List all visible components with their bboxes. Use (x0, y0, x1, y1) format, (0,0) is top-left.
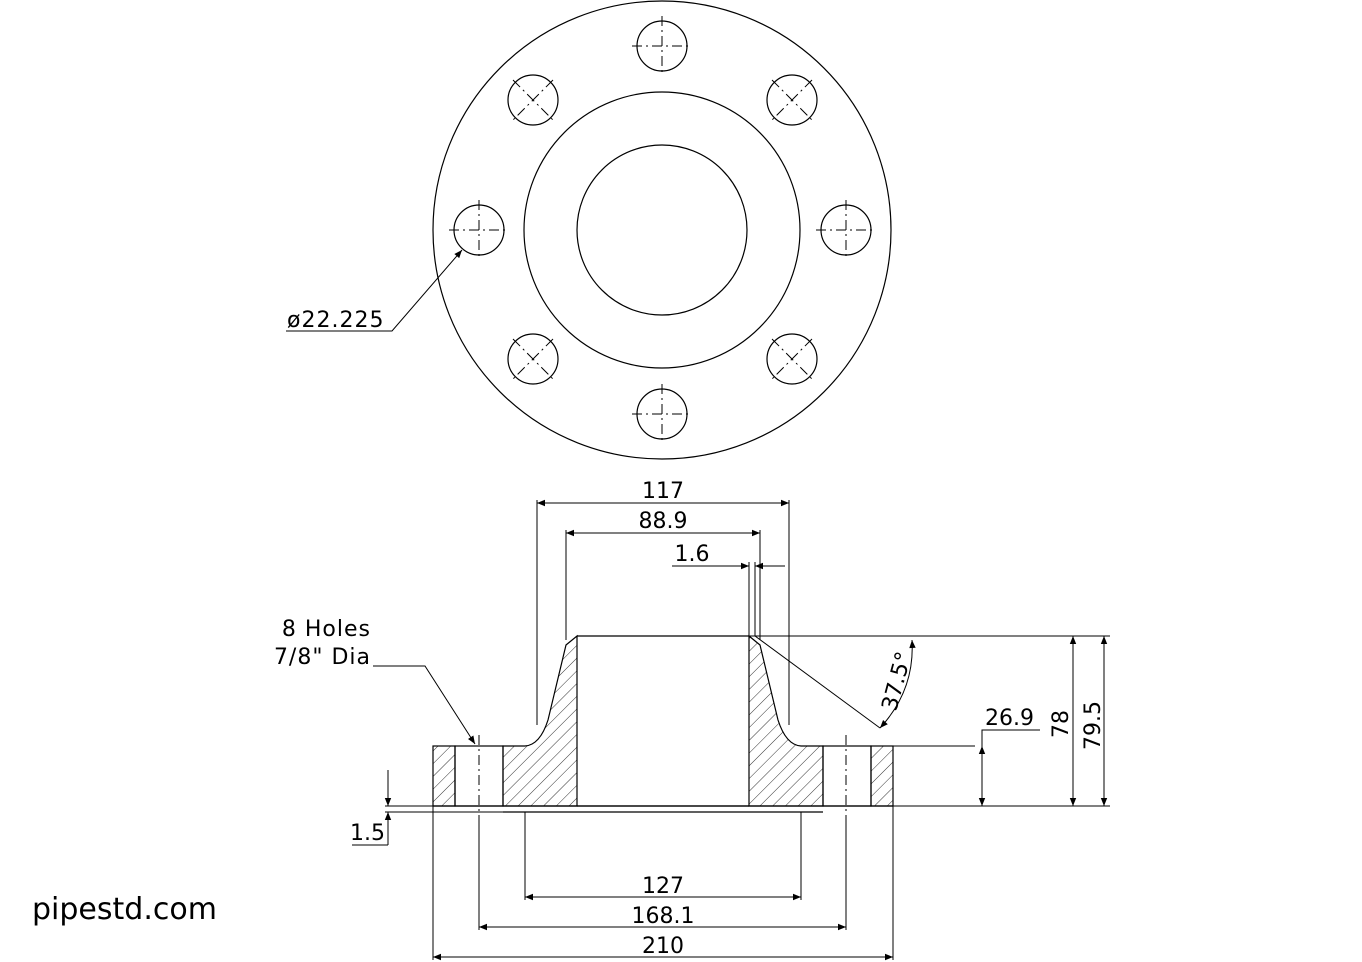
bolt-hole-bottom (632, 384, 692, 444)
flange-right-hole (822, 745, 872, 807)
bolt-hole-top-right (766, 74, 818, 126)
dim-flange-od: 210 (433, 934, 893, 961)
dim-angle: 37.5° (754, 635, 918, 729)
hub-left-section (502, 634, 578, 807)
section-view: 117 88.9 1.6 37.5° 26.9 78 79.5 (274, 479, 1110, 961)
bolt-hole-bottom-right (766, 333, 818, 385)
flange-outer-circle (432, 0, 892, 460)
hole-diameter-callout: ø22.225 (286, 249, 463, 333)
dim-bevel: 1.6 (672, 542, 785, 570)
dim-hub-od: 117 (537, 479, 789, 507)
bore-circle (576, 144, 748, 316)
bolt-hole-bottom-left (507, 333, 559, 385)
hub-circle (523, 91, 801, 369)
holes-note-line2: 7/8" Dia (274, 645, 371, 670)
brand-watermark: pipestd.com (32, 892, 217, 927)
dim-hub-length: 78 (1049, 636, 1077, 806)
svg-text:26.9: 26.9 (985, 706, 1034, 731)
dim-overall-length: 79.5 (1081, 636, 1108, 806)
hub-right-section (748, 634, 824, 807)
bolt-hole-right (816, 200, 876, 260)
svg-text:117: 117 (642, 479, 684, 504)
bolt-hole-top-left (507, 74, 559, 126)
top-view: ø22.225 (286, 0, 892, 460)
svg-text:37.5°: 37.5° (878, 649, 918, 713)
dim-raised-face-dia: 127 (525, 874, 801, 901)
svg-text:78: 78 (1049, 710, 1074, 738)
hole-diameter-label: ø22.225 (287, 308, 384, 333)
svg-text:168.1: 168.1 (632, 904, 695, 929)
svg-text:88.9: 88.9 (639, 509, 688, 534)
dim-pipe-od: 88.9 (566, 509, 760, 537)
holes-note-line1: 8 Holes (282, 617, 371, 642)
dim-bolt-circle: 168.1 (479, 904, 846, 931)
svg-text:79.5: 79.5 (1081, 701, 1106, 750)
dim-raised-face: 1.5 (350, 770, 392, 846)
bolt-hole-top (632, 16, 692, 76)
dim-flange-thickness: 26.9 (978, 706, 1040, 806)
svg-text:1.5: 1.5 (350, 821, 385, 846)
svg-text:127: 127 (642, 874, 684, 899)
svg-text:1.6: 1.6 (675, 542, 710, 567)
holes-note: 8 Holes 7/8" Dia (274, 617, 476, 745)
flange-left-outer (432, 745, 456, 807)
svg-text:210: 210 (642, 934, 684, 959)
flange-right-outer (870, 745, 894, 807)
bolt-hole-left (449, 200, 509, 260)
